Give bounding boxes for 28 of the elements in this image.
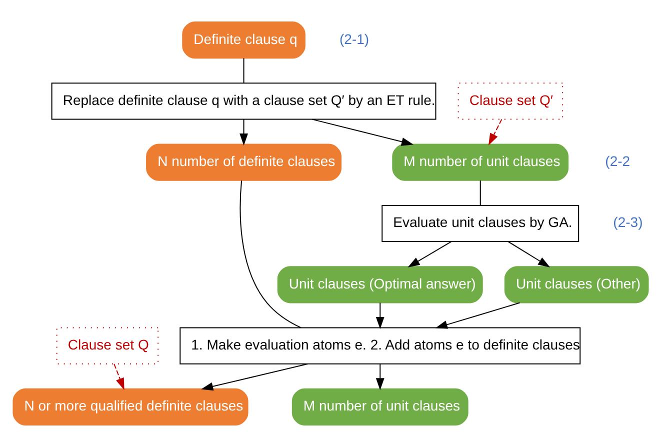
node-box: N number of definite clauses bbox=[146, 143, 342, 180]
node-box: 1. Make evaluation atoms e. 2. Add atoms e to definite clauses bbox=[179, 326, 580, 364]
arrow bbox=[311, 118, 414, 146]
arrow bbox=[507, 240, 550, 267]
arrow bbox=[375, 302, 384, 329]
arrow bbox=[200, 362, 308, 390]
node-box: Clause set Q′ bbox=[457, 82, 563, 120]
node-box: M number of unit clauses bbox=[392, 143, 568, 180]
node-box: Definite clause q bbox=[182, 21, 305, 58]
node-box: Clause set Q bbox=[56, 326, 158, 364]
label: (2-2 bbox=[604, 152, 630, 169]
arrow bbox=[113, 362, 124, 390]
node-box: Evaluate unit clauses by GA. bbox=[381, 204, 579, 242]
connector bbox=[239, 180, 301, 328]
node-box: Unit clauses (Optimal answer) bbox=[276, 266, 482, 303]
label: (2-1) bbox=[339, 30, 369, 46]
connector bbox=[242, 57, 244, 83]
arrow bbox=[488, 118, 502, 145]
label: (2-3) bbox=[612, 214, 642, 230]
node-box: M number of unit clauses bbox=[291, 388, 468, 425]
arrow bbox=[375, 362, 384, 390]
arrow bbox=[239, 118, 248, 146]
connector bbox=[479, 179, 480, 206]
node-box: Unit clauses (Other) bbox=[504, 266, 648, 303]
node-box: N or more qualified definite clauses bbox=[12, 388, 248, 425]
arrow bbox=[407, 240, 452, 267]
arrow bbox=[434, 302, 520, 328]
node-box: Replace definite clause q with a clause set Q′ by an ET rule. bbox=[50, 82, 436, 120]
